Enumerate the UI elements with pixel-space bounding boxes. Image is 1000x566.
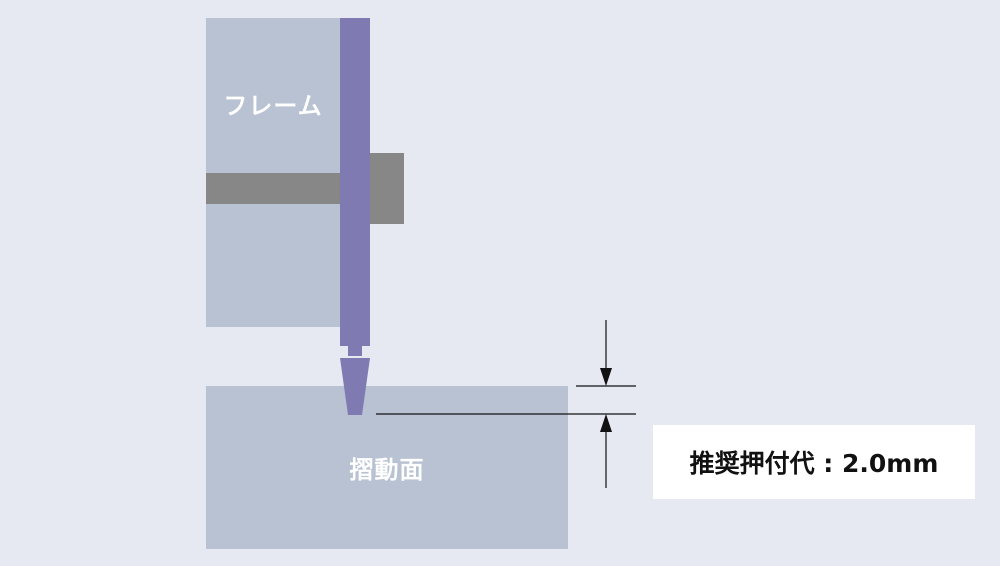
frame-lower-block [206,204,340,327]
sliding-surface-block [206,386,568,549]
pin-tip [340,358,370,415]
arrow-down-icon [600,368,612,386]
pin-body [340,18,370,346]
sliding-surface-label: 摺動面 [349,456,425,484]
bolt-shaft [206,173,340,204]
frame-label: フレーム [223,92,323,120]
pin-neck [348,346,362,356]
frame-upper-block [206,18,340,173]
bolt-head [370,153,404,224]
recommended-press-allowance-callout: 推奨押付代 : 2.0mm [653,425,975,499]
arrow-up-icon [600,414,612,432]
